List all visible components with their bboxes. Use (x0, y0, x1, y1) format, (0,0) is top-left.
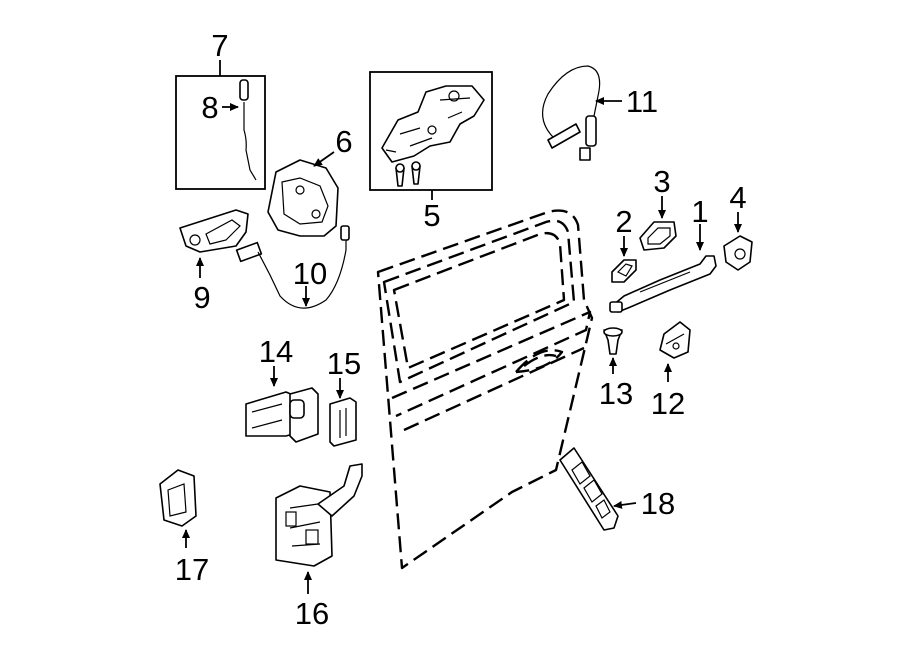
callout-16: 16 (295, 596, 329, 631)
hinge-shim (329, 378, 357, 447)
callout-9: 9 (193, 280, 210, 315)
callout-15: 15 (327, 346, 361, 381)
callout-8: 8 (201, 90, 218, 125)
callout-2: 2 (615, 204, 632, 239)
handle-gasket (639, 196, 677, 251)
retainer-clip (603, 327, 623, 374)
callout-17: 17 (175, 552, 209, 587)
inside-handle (179, 209, 249, 278)
callout-1: 1 (691, 194, 708, 229)
lock-rod-kit-box (175, 60, 266, 190)
lock-cable (235, 225, 350, 309)
callout-labels: 1 2 3 4 5 6 7 8 9 10 11 12 13 14 15 16 1… (175, 28, 747, 631)
outside-handle-cable (541, 65, 622, 161)
callout-5: 5 (423, 198, 440, 233)
door-check (275, 463, 363, 594)
callout-3: 3 (653, 164, 670, 199)
outside-door-handle (609, 224, 717, 313)
door-bumper (159, 469, 197, 548)
callout-6: 6 (335, 124, 352, 159)
callout-14: 14 (259, 334, 293, 369)
door-hinge (245, 366, 319, 443)
lock-cylinder-cap (723, 212, 753, 271)
handle-bracket (659, 321, 691, 382)
callout-13: 13 (599, 376, 633, 411)
callout-18: 18 (641, 486, 675, 521)
door-lock-actuator (267, 151, 339, 237)
lock-module-box (369, 71, 493, 200)
door-trim-strip (559, 447, 637, 531)
rear-door-outline (376, 209, 594, 570)
callout-4: 4 (729, 180, 746, 215)
callout-7: 7 (211, 28, 228, 63)
callout-12: 12 (651, 386, 685, 421)
handle-seal (611, 236, 637, 283)
callout-10: 10 (293, 256, 327, 291)
callout-11: 11 (626, 84, 658, 119)
